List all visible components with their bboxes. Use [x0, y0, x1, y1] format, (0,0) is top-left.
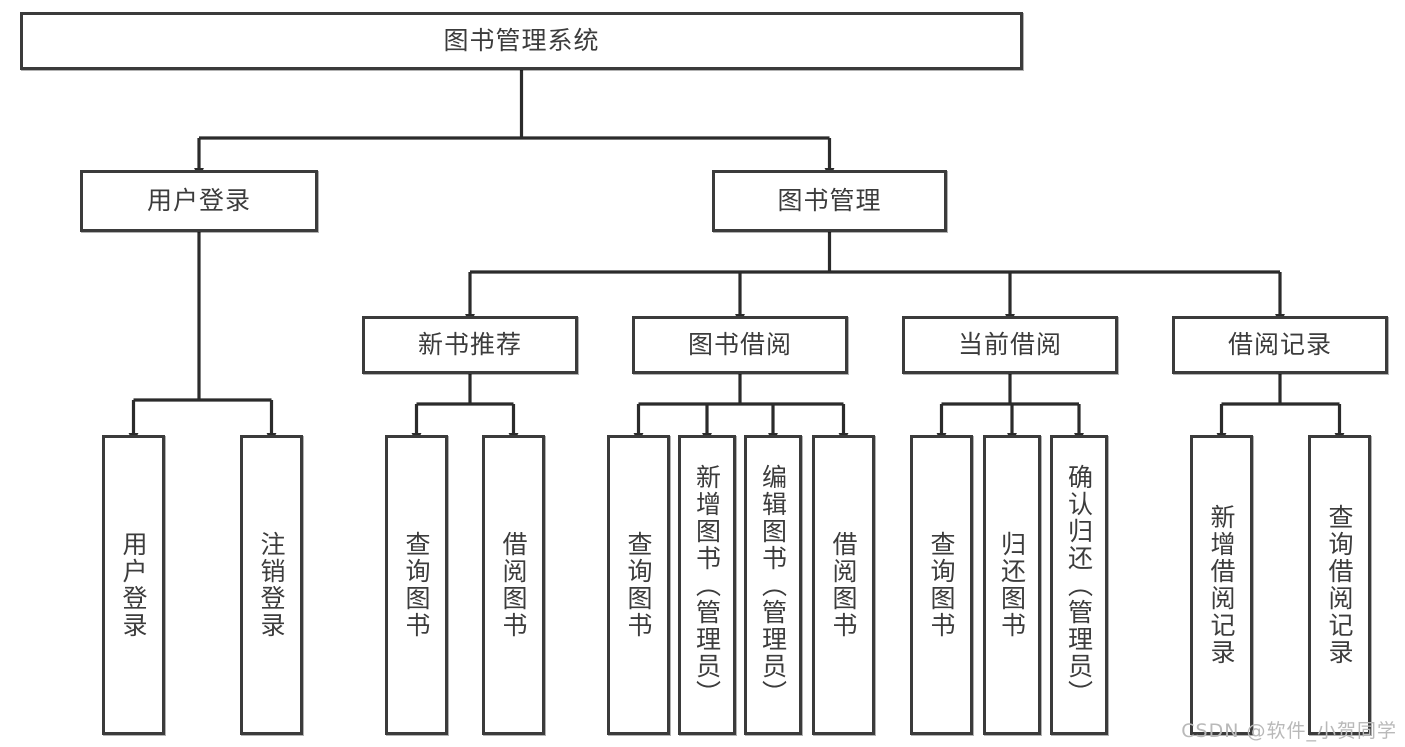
node-label: 查询图书 [927, 531, 956, 639]
node-leaf-borrow-book-2[interactable]: 借阅图书 [812, 435, 875, 735]
node-label: 查询借阅记录 [1325, 504, 1354, 666]
node-leaf-return-book[interactable]: 归还图书 [983, 435, 1041, 735]
watermark-text: CSDN @软件_小贺同学 [1181, 720, 1397, 742]
node-leaf-edit-book[interactable]: 编辑图书（管理员） [744, 435, 802, 735]
node-label: 借阅记录 [1227, 330, 1332, 359]
node-label: 图书管理 [777, 186, 882, 215]
node-label: 编辑图书（管理员） [758, 463, 788, 707]
node-leaf-query-book-1[interactable]: 查询图书 [385, 435, 448, 735]
node-leaf-user-login[interactable]: 用户登录 [102, 435, 165, 735]
node-label: 借阅图书 [829, 531, 858, 639]
node-leaf-add-record[interactable]: 新增借阅记录 [1190, 435, 1253, 735]
node-label: 归还图书 [997, 531, 1027, 639]
node-user-login[interactable]: 用户登录 [80, 170, 318, 232]
node-label: 当前借阅 [957, 330, 1062, 359]
node-root[interactable]: 图书管理系统 [20, 12, 1023, 70]
node-book-borrow[interactable]: 图书借阅 [632, 316, 848, 374]
node-label: 图书管理系统 [443, 26, 600, 55]
node-label: 确认归还（管理员） [1064, 463, 1094, 707]
node-label: 注销登录 [257, 531, 286, 639]
node-label: 用户登录 [146, 186, 251, 215]
node-label: 借阅图书 [499, 531, 528, 639]
node-current-borrow[interactable]: 当前借阅 [902, 316, 1118, 374]
node-leaf-query-record[interactable]: 查询借阅记录 [1308, 435, 1371, 735]
node-leaf-user-logout[interactable]: 注销登录 [240, 435, 303, 735]
node-label: 查询图书 [624, 531, 653, 639]
node-leaf-borrow-book-1[interactable]: 借阅图书 [482, 435, 545, 735]
node-leaf-confirm-return[interactable]: 确认归还（管理员） [1050, 435, 1108, 735]
node-label: 新书推荐 [417, 330, 522, 359]
node-leaf-add-book[interactable]: 新增图书（管理员） [678, 435, 736, 735]
node-label: 用户登录 [119, 531, 148, 639]
node-label: 图书借阅 [687, 330, 792, 359]
node-label: 查询图书 [402, 531, 431, 639]
node-leaf-query-book-3[interactable]: 查询图书 [910, 435, 973, 735]
node-leaf-query-book-2[interactable]: 查询图书 [607, 435, 670, 735]
node-book-manage[interactable]: 图书管理 [712, 170, 947, 232]
node-borrow-record[interactable]: 借阅记录 [1172, 316, 1388, 374]
node-new-book-rec[interactable]: 新书推荐 [362, 316, 578, 374]
node-label: 新增借阅记录 [1207, 504, 1236, 666]
node-label: 新增图书（管理员） [692, 463, 722, 707]
